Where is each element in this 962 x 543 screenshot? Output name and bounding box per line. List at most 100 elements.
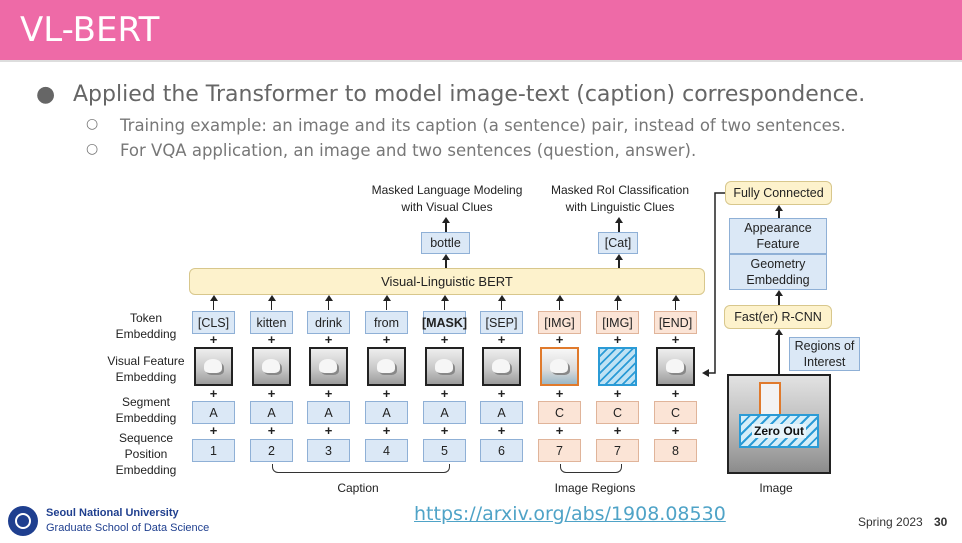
arrow-icon <box>774 329 784 374</box>
plus-sign: + <box>324 423 333 438</box>
mlm-title: Masked Language Modeling with Visual Clu… <box>352 182 542 216</box>
plus-sign: + <box>497 386 506 401</box>
bullet-dot-icon: ● <box>36 82 56 107</box>
regions-brace <box>560 464 622 473</box>
plus-sign: + <box>440 423 449 438</box>
appearance-line-2: Feature <box>756 237 800 251</box>
connector-arrow-icon <box>702 192 725 377</box>
visual-feature-thumbnail <box>309 347 348 386</box>
segment-box: A <box>192 401 235 424</box>
plus-sign: + <box>671 386 680 401</box>
position-box: 8 <box>654 439 697 462</box>
mlm-title-line-2: with Visual Clues <box>401 200 493 214</box>
visual-feature-thumbnail <box>425 347 464 386</box>
geometry-line-1: Geometry <box>750 257 806 271</box>
bullet-main-text: Applied the Transformer to model image-t… <box>73 82 866 107</box>
caption-brace <box>272 464 450 473</box>
plus-sign: + <box>613 332 622 347</box>
position-box: 7 <box>596 439 639 462</box>
arxiv-link[interactable]: https://arxiv.org/abs/1908.08530 <box>414 503 726 525</box>
row-label-segment: Segment Embedding <box>100 394 192 426</box>
row-label-token: Token Embedding <box>100 310 192 342</box>
segment-box: A <box>423 401 466 424</box>
token-box: [IMG] <box>538 311 581 334</box>
arrow-icon <box>441 217 451 232</box>
bullet-circle-icon: ○ <box>86 116 99 132</box>
visual-feature-thumbnail <box>656 347 695 386</box>
mlm-title-line-1: Masked Language Modeling <box>371 183 523 197</box>
plus-sign: + <box>555 332 564 347</box>
row-label-position: Sequence Position Embedding <box>100 430 192 478</box>
plus-sign: + <box>267 332 276 347</box>
plus-sign: + <box>267 386 276 401</box>
visual-feature-thumbnail <box>252 347 291 386</box>
position-box: 6 <box>480 439 523 462</box>
row-label-position-3: Embedding <box>115 463 177 477</box>
position-box: 7 <box>538 439 581 462</box>
row-label-segment-1: Segment <box>121 395 171 409</box>
row-label-visual-1: Visual Feature <box>107 354 185 368</box>
mrc-title-line-2: with Linguistic Clues <box>565 200 675 214</box>
token-box: [IMG] <box>596 311 639 334</box>
visual-feature-thumbnail <box>540 347 579 386</box>
visual-feature-thumbnail <box>598 347 637 386</box>
arrow-icon <box>441 254 451 268</box>
bullet-sub-2-text: For VQA application, an image and two se… <box>120 141 697 160</box>
arrow-icon <box>614 217 624 232</box>
row-label-segment-2: Embedding <box>115 411 177 425</box>
divider <box>0 60 962 62</box>
plus-sign: + <box>555 386 564 401</box>
term-label: Spring 2023 <box>858 515 923 529</box>
plus-sign: + <box>613 386 622 401</box>
bert-bar: Visual-Linguistic BERT <box>189 268 705 295</box>
arrow-icon <box>497 295 507 310</box>
plus-sign: + <box>440 386 449 401</box>
segment-box: A <box>365 401 408 424</box>
position-box: 5 <box>423 439 466 462</box>
row-label-visual-2: Embedding <box>115 370 177 384</box>
arrow-icon <box>774 290 784 305</box>
row-label-token-1: Token <box>129 311 163 325</box>
token-box: from <box>365 311 408 334</box>
arrow-icon <box>671 295 681 310</box>
output-bottle: bottle <box>421 232 470 254</box>
token-box: [CLS] <box>192 311 235 334</box>
arrow-icon <box>382 295 392 310</box>
zero-out-region: Zero Out <box>739 414 819 448</box>
arrow-icon <box>440 295 450 310</box>
appearance-feature-box: Appearance Feature <box>729 218 827 254</box>
plus-sign: + <box>497 332 506 347</box>
image-label: Image <box>759 481 793 495</box>
plus-sign: + <box>382 423 391 438</box>
university-name: Seoul National University <box>46 507 179 519</box>
plus-sign: + <box>382 386 391 401</box>
bullet-circle-icon: ○ <box>86 141 99 157</box>
plus-sign: + <box>209 423 218 438</box>
position-box: 2 <box>250 439 293 462</box>
title-bar: VL-BERT <box>0 0 962 60</box>
token-box: [SEP] <box>480 311 523 334</box>
input-image: Zero Out <box>727 374 831 474</box>
fully-connected-box: Fully Connected <box>725 181 832 205</box>
row-label-token-2: Embedding <box>115 327 177 341</box>
token-box: kitten <box>250 311 293 334</box>
visual-feature-thumbnail <box>194 347 233 386</box>
school-name: Graduate School of Data Science <box>46 522 210 534</box>
geometry-embedding-box: Geometry Embedding <box>729 254 827 290</box>
plus-sign: + <box>324 386 333 401</box>
appearance-line-1: Appearance <box>744 221 812 235</box>
plus-sign: + <box>324 332 333 347</box>
zero-out-label: Zero Out <box>752 424 806 438</box>
row-label-position-2: Position <box>124 447 168 461</box>
geometry-line-2: Embedding <box>746 273 810 287</box>
row-label-position-1: Sequence <box>118 431 174 445</box>
token-box: [END] <box>654 311 697 334</box>
output-cat: [Cat] <box>598 232 638 254</box>
arrow-icon <box>774 205 784 218</box>
roi-line-2: Interest <box>803 355 846 369</box>
segment-box: C <box>596 401 639 424</box>
university-logo-icon <box>8 506 38 536</box>
position-box: 1 <box>192 439 235 462</box>
mrc-title-line-1: Masked RoI Classification <box>550 183 690 197</box>
position-box: 3 <box>307 439 350 462</box>
